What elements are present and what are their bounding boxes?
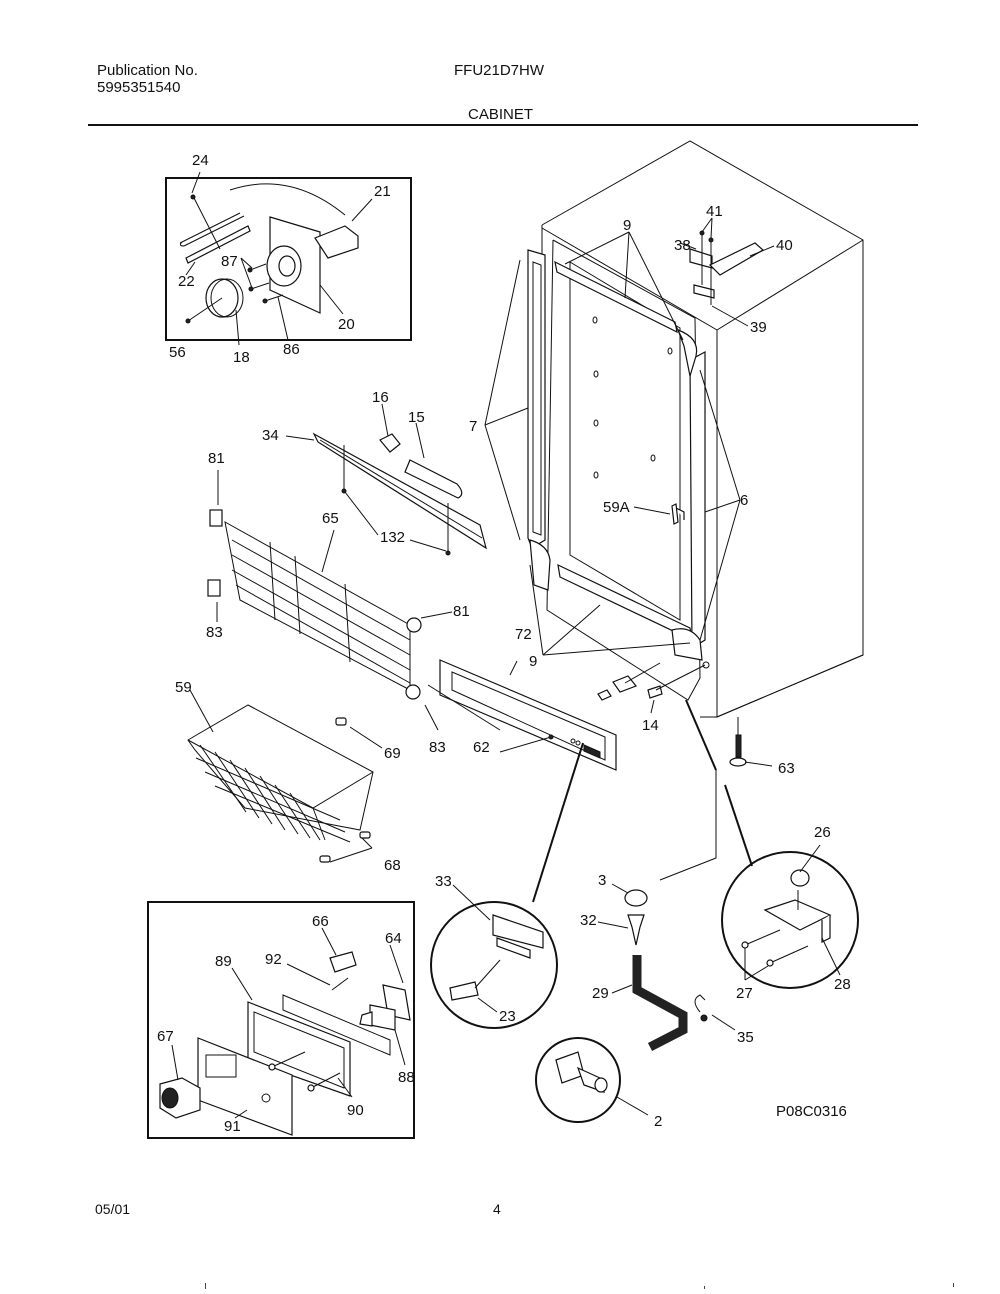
callout-86: 86 [283,341,300,358]
footer-date: 05/01 [95,1201,131,1217]
callout-88: 88 [398,1069,415,1086]
callout-132: 132 [380,529,405,546]
control-panel-drawing [427,659,710,771]
callout-14: 14 [642,717,659,734]
section-title: CABINET [468,106,534,123]
callout-40: 40 [776,237,793,254]
callout-83-lower: 83 [429,739,446,756]
publication-number: 5995351540 [97,79,181,96]
detail-circle-latch [430,901,558,1029]
hinge-detail-drawing [741,844,841,981]
callout-18: 18 [233,349,250,366]
callout-89: 89 [215,953,232,970]
callout-63: 63 [778,760,795,777]
callout-64: 64 [385,930,402,947]
model-number: FFU21D7HW [454,62,545,79]
callout-83-upper: 83 [206,624,223,641]
cabinet-drawing [484,140,864,767]
drawing-id: P08C0316 [776,1103,847,1120]
detail-leader-3-path [659,770,717,881]
callout-28: 28 [834,976,851,993]
detail-circle-hinge [721,851,859,989]
footer-page-number: 4 [493,1201,501,1217]
latch-detail-drawing [449,884,544,1013]
control-inset-box [147,901,415,1139]
fitting-detail-drawing [555,1051,649,1116]
callout-27: 27 [736,985,753,1002]
header-rule [88,124,918,126]
light-and-shelf-drawing [207,403,487,700]
callout-22: 22 [178,273,195,290]
callout-26: 26 [814,824,831,841]
callout-16: 16 [372,389,389,406]
callout-72: 72 [515,626,532,643]
callout-62: 62 [473,739,490,756]
callout-92: 92 [265,951,282,968]
fan-assembly-inset-box [165,177,412,341]
callout-38: 38 [674,237,691,254]
scan-artifact [953,1283,954,1287]
detail-leader-26 [724,784,753,867]
detail-leader-3 [685,699,717,771]
detail-leader-33 [532,742,584,903]
scan-artifact [205,1283,206,1289]
callout-7: 7 [469,418,477,435]
basket-drawing [187,689,439,863]
callout-56: 56 [169,344,186,361]
callout-21: 21 [374,183,391,200]
callout-35: 35 [737,1029,754,1046]
callout-68: 68 [384,857,401,874]
scan-artifact [704,1286,705,1289]
detail-circle-fitting [535,1037,621,1123]
callout-65: 65 [322,510,339,527]
callout-2: 2 [654,1113,662,1130]
callout-34: 34 [262,427,279,444]
callout-9-bottom: 9 [529,653,537,670]
callout-87: 87 [221,253,238,270]
callout-91: 91 [224,1118,241,1135]
callout-41: 41 [706,203,723,220]
callout-67: 67 [157,1028,174,1045]
callout-81-upper: 81 [208,450,225,467]
callout-6: 6 [740,492,748,509]
callout-9-top: 9 [623,217,631,234]
callout-32: 32 [580,912,597,929]
callout-33: 33 [435,873,452,890]
callout-29: 29 [592,985,609,1002]
callout-39: 39 [750,319,767,336]
callout-81-lower: 81 [453,603,470,620]
callout-3: 3 [598,872,606,889]
callout-20: 20 [338,316,355,333]
callout-15: 15 [408,409,425,426]
callout-24: 24 [192,152,209,169]
callout-90: 90 [347,1102,364,1119]
callout-66: 66 [312,913,329,930]
callout-59: 59 [175,679,192,696]
callout-69: 69 [384,745,401,762]
callout-23: 23 [499,1008,516,1025]
control-inset-drawing [159,927,411,1136]
publication-label: Publication No. [97,62,198,79]
callout-59A: 59A [603,499,630,516]
fan-assembly-drawing [179,171,373,346]
drain-drawing [597,883,736,1052]
